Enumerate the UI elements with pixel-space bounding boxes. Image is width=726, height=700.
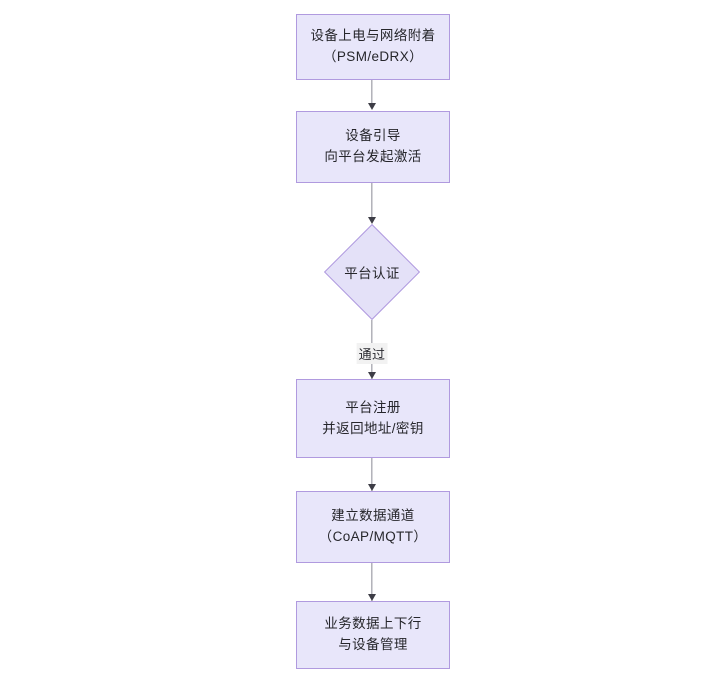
flow-node-platform-registration[interactable]: 平台注册 并返回地址/密钥	[296, 379, 450, 458]
flow-node-line-1: 平台认证	[344, 265, 400, 281]
flow-node-line-2: 向平台发起激活	[324, 149, 422, 164]
flow-edge-n4-n5-line	[371, 458, 373, 491]
flow-node-line-2: （CoAP/MQTT）	[318, 529, 428, 544]
flow-node-data-channel[interactable]: 建立数据通道 （CoAP/MQTT）	[296, 491, 450, 563]
flow-edge-n2-n3-line	[371, 183, 373, 220]
flow-edge-label-pass: 通过	[356, 343, 388, 364]
flow-node-line-1: 设备引导	[345, 128, 401, 144]
flow-edge-n1-n2-arrowhead	[368, 103, 376, 110]
flow-edge-n3-n4-arrowhead	[368, 372, 376, 379]
flow-node-line-2: 并返回地址/密钥	[322, 420, 424, 436]
flow-node-line-2: 与设备管理	[338, 637, 408, 652]
flow-node-line-2: （PSM/eDRX）	[322, 49, 424, 64]
flow-edge-n1-n2-line	[371, 80, 373, 104]
flow-edge-n5-n6-line	[371, 563, 373, 601]
flow-node-line-1: 设备上电与网络附着	[310, 28, 436, 44]
flow-node-business-data-and-device-management[interactable]: 业务数据上下行 与设备管理	[296, 601, 450, 669]
flow-node-device-bootstrap[interactable]: 设备引导 向平台发起激活	[296, 111, 450, 183]
flow-node-line-1: 业务数据上下行	[324, 616, 422, 632]
flow-edge-n4-n5-arrowhead	[368, 484, 376, 491]
flow-node-line-1: 建立数据通道	[331, 508, 415, 524]
flow-node-platform-auth-decision[interactable]: 平台认证	[323, 223, 421, 320]
flow-node-line-1: 平台注册	[345, 399, 401, 415]
flow-node-device-power-on[interactable]: 设备上电与网络附着 （PSM/eDRX）	[296, 14, 450, 80]
flow-edge-n2-n3-arrowhead	[368, 217, 376, 224]
flow-edge-n5-n6-arrowhead	[368, 594, 376, 601]
